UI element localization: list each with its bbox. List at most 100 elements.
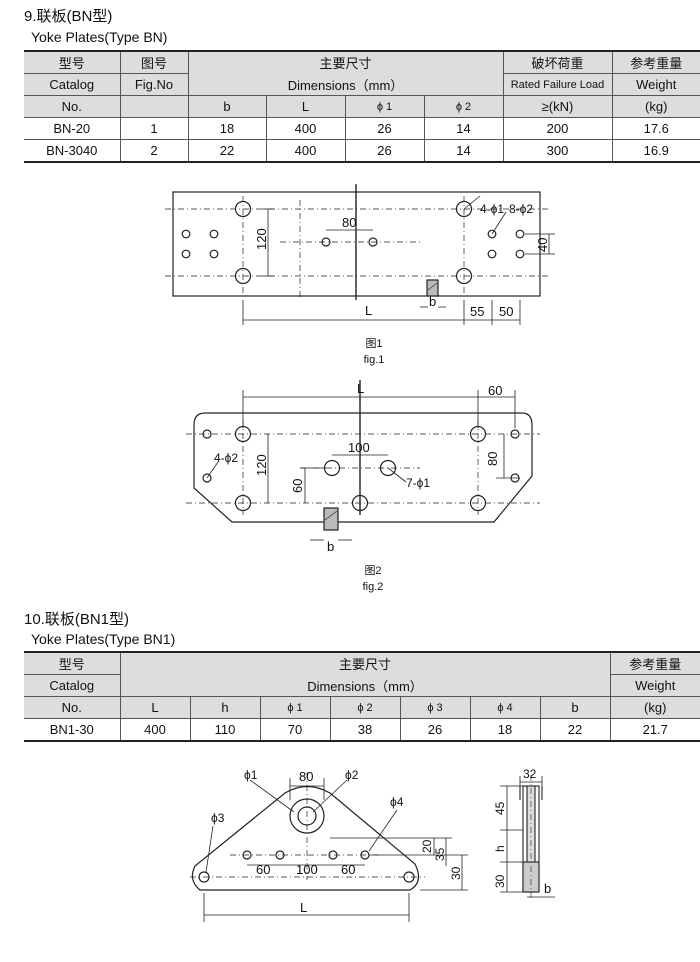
fig3-hole-p4 (242, 850, 252, 860)
hdr-sub-p1: ϕ 1 (259, 696, 331, 719)
fig3-label-p1: ϕ1 (244, 768, 258, 782)
fig3-dim-L: L (300, 900, 307, 915)
fig4-dim-30: 30 (493, 874, 507, 888)
cell-p2: 14 (423, 117, 504, 140)
fig3-hole-p4 (360, 850, 370, 860)
hdr-load-cn: 破坏荷重 (502, 50, 613, 74)
hdr-sub-p4: ϕ 4 (469, 696, 541, 719)
cell-model: BN1-30 (24, 718, 121, 742)
fig4-dim-32: 32 (523, 767, 537, 781)
cell-p1: 26 (344, 139, 425, 163)
fig1-caption-cn: 图1 (365, 338, 383, 350)
hdr-weight-unit: (kg) (609, 696, 700, 719)
fig2-hole-p2 (202, 473, 212, 483)
fig2-caption-cn: 图2 (364, 565, 382, 577)
hdr-sub-p2: ϕ 2 (329, 696, 401, 719)
cell-p1: 70 (259, 718, 331, 742)
fig3-label-p3: ϕ3 (211, 811, 225, 825)
table-row: BN1-30 400 110 70 38 26 18 22 21.7 (24, 718, 700, 742)
fig3-hole-p1 (289, 798, 325, 834)
hdr-sub-h: h (189, 696, 261, 719)
fig1-hole-p2 (209, 249, 219, 259)
fig2-dim-120: 120 (254, 454, 269, 476)
cell-b: 22 (187, 139, 267, 163)
fig3-hole-p2 (297, 806, 317, 826)
fig1-dim-80: 80 (342, 215, 356, 230)
fig2-dim-60: 60 (290, 479, 305, 493)
fig4-dim-45: 45 (493, 801, 507, 815)
fig3-hole-p4 (328, 850, 338, 860)
cell-p2: 38 (329, 718, 401, 742)
hdr-sub-p2: ϕ 2 (423, 95, 504, 118)
hdr-model-no: No. (24, 696, 121, 719)
hdr-model-cn: 型号 (24, 50, 121, 74)
fig3-dim-80: 80 (299, 769, 313, 784)
hdr-weight-cn: 参考重量 (609, 651, 700, 675)
fig3-dim-20: 20 (420, 839, 434, 853)
fig1-hole-p2 (181, 249, 191, 259)
fig1-hole-p2 (181, 229, 191, 239)
fig1-holes-p2: 8-ϕ2 (509, 202, 533, 216)
fig2-dim-60-top: 60 (488, 383, 502, 398)
fig1-hole-p2 (487, 229, 497, 239)
fig1-hole-p1 (234, 267, 252, 285)
hdr-load-unit: ≥(kN) (502, 95, 613, 118)
fig4-drawing: 32 45 h 30 b (493, 767, 555, 900)
cell-p1: 26 (344, 117, 425, 140)
cell-load: 200 (502, 117, 613, 140)
cell-b: 22 (539, 718, 611, 742)
cell-load: 300 (502, 139, 613, 163)
hdr-sub-p1: ϕ 1 (344, 95, 425, 118)
fig2-caption-en: fig.2 (362, 581, 384, 593)
hdr-dims-en: Dimensions（mm） (187, 73, 504, 96)
fig2-hole-p1 (234, 494, 252, 512)
fig3-dim-35: 35 (433, 847, 447, 861)
fig3-plate-outline (191, 785, 420, 891)
table-row: BN-3040 2 22 400 26 14 300 16.9 (24, 139, 700, 163)
fig1-holes-p1: 4-ϕ1 (480, 202, 504, 216)
hdr-fig-cn: 图号 (119, 50, 189, 74)
hdr-sub-L: L (265, 95, 346, 118)
hdr-weight-en: Weight (609, 674, 700, 697)
fig3-dim-60-right: 60 (341, 862, 355, 877)
hdr-model-no: No. (24, 95, 121, 118)
fig2-holes-p2: 4-ϕ2 (214, 451, 238, 465)
fig1-hole-p2 (209, 229, 219, 239)
cell-fig: 2 (119, 139, 189, 163)
hdr-weight-unit: (kg) (611, 95, 700, 118)
fig1-dim-55: 55 (470, 304, 484, 319)
fig1-caption-en: fig.1 (363, 354, 385, 366)
hdr-sub-p3: ϕ 3 (399, 696, 471, 719)
hdr-model-cn: 型号 (24, 651, 121, 675)
fig2-hole-p2 (510, 429, 520, 439)
section10-title: 10.联板(BN1型) (24, 611, 130, 628)
fig1-dim-50: 50 (499, 304, 513, 319)
fig2-plate-outline (193, 412, 533, 523)
hdr-load-en: Rated Failure Load (502, 73, 613, 96)
hdr-dims-cn: 主要尺寸 (119, 651, 611, 675)
fig2-hole-p1 (379, 459, 397, 477)
fig1-hole-p1 (455, 267, 473, 285)
fig1-hole-p1 (234, 200, 252, 218)
cell-weight: 16.9 (611, 139, 700, 163)
hdr-fig-blank (119, 95, 189, 118)
cell-h: 110 (189, 718, 261, 742)
fig2-drawing: L 60 100 4-ϕ2 120 60 80 7-ϕ1 b (186, 380, 540, 554)
cell-p4: 18 (469, 718, 541, 742)
hdr-sub-b: b (187, 95, 267, 118)
fig2-hole-p1 (351, 494, 369, 512)
hdr-model-en: Catalog (24, 674, 121, 697)
hdr-dims-cn: 主要尺寸 (187, 50, 504, 74)
fig3-dim-60-left: 60 (256, 862, 270, 877)
bn1-spec-table: 型号 主要尺寸 参考重量 Catalog Dimensions（mm） Weig… (24, 651, 700, 742)
fig2-dim-L: L (357, 381, 364, 396)
fig1-dim-L: L (365, 303, 372, 318)
cell-model: BN-20 (24, 117, 121, 140)
section9-title: 9.联板(BN型) (24, 8, 113, 25)
hdr-fig-en: Fig.No (119, 73, 189, 96)
fig1-hole-p2 (515, 229, 525, 239)
fig2-dim-80: 80 (485, 452, 500, 466)
cell-L: 400 (119, 718, 191, 742)
hdr-dims-en: Dimensions（mm） (119, 674, 611, 697)
hdr-sub-L: L (119, 696, 191, 719)
